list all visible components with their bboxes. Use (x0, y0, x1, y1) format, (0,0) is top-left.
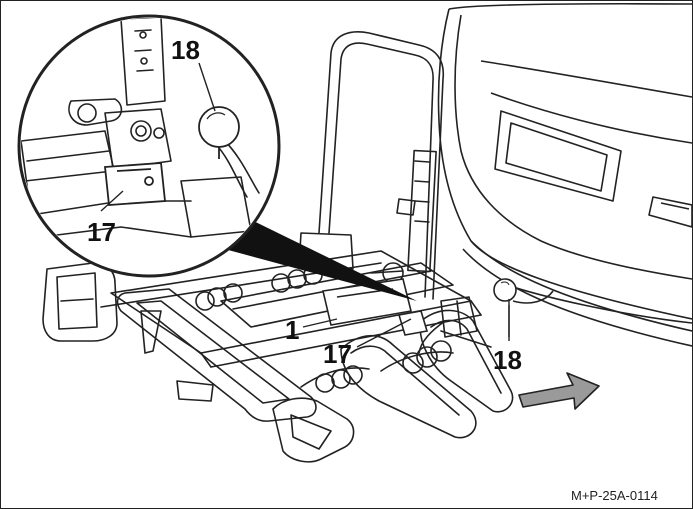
detail-magnifier-icon (17, 14, 417, 301)
callout-base: 1 (285, 315, 299, 345)
callout-detail-ball-head: 18 (171, 35, 200, 65)
callout-plate: 17 (323, 339, 352, 369)
callout-ball-head: 18 (493, 345, 522, 375)
callout-detail-plate: 17 (87, 217, 116, 247)
leader-lines (302, 305, 510, 348)
arrow-right-icon (518, 372, 600, 410)
bike-carrier-icon (42, 31, 514, 463)
figure-id: M+P-25A-0114 (571, 488, 658, 503)
detail-tow-ball-icon (198, 106, 240, 159)
tow-ball-icon (493, 278, 554, 337)
car-rear-icon (437, 2, 692, 347)
